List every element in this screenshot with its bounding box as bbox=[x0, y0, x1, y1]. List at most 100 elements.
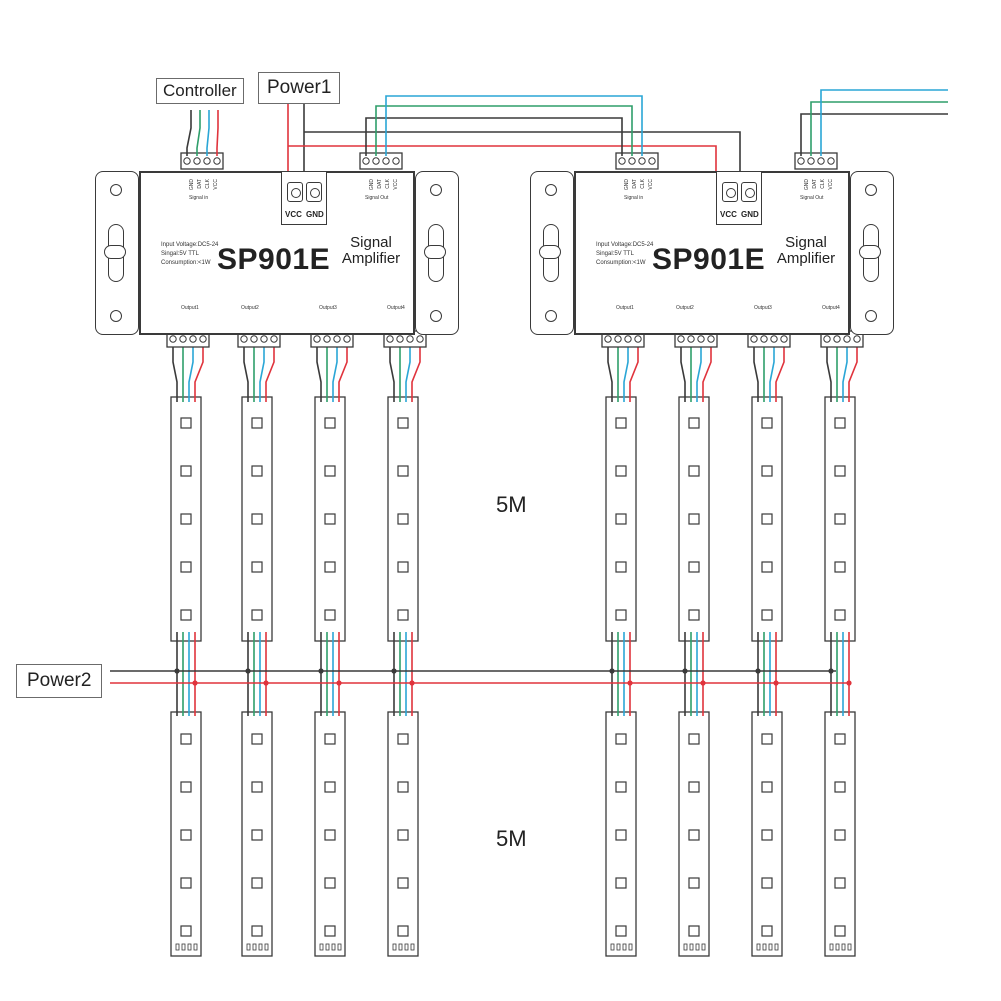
junction-dot bbox=[245, 668, 251, 674]
led-chip bbox=[251, 465, 263, 477]
output-wire bbox=[623, 344, 629, 402]
output-wire bbox=[842, 344, 848, 402]
led-chip bbox=[180, 877, 192, 889]
mounting-flange-left bbox=[95, 171, 139, 335]
connector-pin bbox=[406, 335, 414, 343]
connector-pin bbox=[362, 157, 370, 165]
led-chip bbox=[761, 561, 773, 573]
led-chip bbox=[397, 877, 409, 889]
led-chip bbox=[180, 465, 192, 477]
strip-end-pad bbox=[841, 943, 846, 951]
led-chip bbox=[180, 925, 192, 937]
power2-label: Power2 bbox=[16, 664, 103, 698]
strip-end-pad bbox=[762, 943, 767, 951]
junction-dot bbox=[755, 668, 761, 674]
connector-pin bbox=[416, 335, 424, 343]
pin-label: DAT bbox=[632, 179, 638, 189]
connector-pin bbox=[183, 157, 191, 165]
strip-end-pad bbox=[193, 943, 198, 951]
strip-end-pad bbox=[246, 943, 251, 951]
output-label-4: Output4 bbox=[822, 305, 840, 311]
strip-end-pad bbox=[689, 943, 694, 951]
led-chip bbox=[761, 781, 773, 793]
led-chip bbox=[615, 733, 627, 745]
strip-end-pad bbox=[835, 943, 840, 951]
strip-end-pad bbox=[264, 943, 269, 951]
output-wire bbox=[389, 344, 395, 402]
connector-pin bbox=[323, 335, 331, 343]
led-chip bbox=[688, 877, 700, 889]
output-label-1: Output1 bbox=[181, 305, 199, 311]
gnd-label: GND bbox=[741, 210, 759, 219]
led-chip bbox=[324, 781, 336, 793]
cascade-clock-wire bbox=[820, 89, 948, 156]
junction-dot bbox=[609, 668, 615, 674]
connector-pin bbox=[199, 335, 207, 343]
strip-end-pad bbox=[756, 943, 761, 951]
led-chip bbox=[324, 733, 336, 745]
vcc-label: VCC bbox=[720, 210, 737, 219]
strip-end-pad bbox=[331, 943, 336, 951]
connector-pin bbox=[638, 157, 646, 165]
controller-wire bbox=[216, 110, 219, 156]
connector-pin bbox=[628, 157, 636, 165]
controller-wire bbox=[186, 110, 192, 156]
junction-dot bbox=[700, 680, 706, 686]
strip-end-pad bbox=[829, 943, 834, 951]
output-wire bbox=[332, 344, 338, 402]
led-chip bbox=[761, 417, 773, 429]
connector-pin bbox=[213, 157, 221, 165]
led-chip bbox=[688, 733, 700, 745]
led-chip bbox=[251, 925, 263, 937]
signal-out-label: Signal Out bbox=[800, 195, 824, 201]
strip-end-pad bbox=[252, 943, 257, 951]
strip-end-pad bbox=[847, 943, 852, 951]
strip-end-pad bbox=[628, 943, 633, 951]
connector-pin bbox=[648, 157, 656, 165]
led-chip bbox=[180, 781, 192, 793]
link-clock-wire bbox=[385, 95, 643, 156]
output-wire bbox=[194, 344, 204, 402]
output-wire bbox=[702, 344, 712, 402]
led-chip bbox=[180, 513, 192, 525]
connector-pin bbox=[707, 335, 715, 343]
strip-end-pad bbox=[337, 943, 342, 951]
pin-label: GND bbox=[624, 179, 630, 191]
connector-pin bbox=[313, 335, 321, 343]
connector-pin bbox=[614, 335, 622, 343]
strip-end-pad bbox=[392, 943, 397, 951]
junction-dot bbox=[409, 680, 415, 686]
led-chip bbox=[397, 925, 409, 937]
controller-wire bbox=[206, 110, 210, 156]
pin-label: GND bbox=[369, 179, 375, 191]
output-label-1: Output1 bbox=[616, 305, 634, 311]
strip-end-pad bbox=[325, 943, 330, 951]
link-gnd-wire bbox=[365, 117, 623, 156]
signal-out-connector bbox=[359, 152, 403, 170]
led-chip bbox=[615, 561, 627, 573]
junction-dot bbox=[336, 680, 342, 686]
led-chip bbox=[397, 609, 409, 621]
mounting-flange-left bbox=[530, 171, 574, 335]
strip-end-pad bbox=[319, 943, 324, 951]
led-chip bbox=[834, 829, 846, 841]
screw-icon bbox=[741, 182, 757, 202]
led-chip bbox=[688, 561, 700, 573]
led-chip bbox=[397, 561, 409, 573]
led-chip bbox=[180, 417, 192, 429]
connector-pin bbox=[687, 335, 695, 343]
junction-dot bbox=[263, 680, 269, 686]
strip-end-pad bbox=[774, 943, 779, 951]
controller-label: Controller bbox=[156, 78, 244, 104]
led-chip bbox=[761, 925, 773, 937]
output-wire bbox=[848, 344, 858, 402]
led-chip bbox=[397, 417, 409, 429]
led-chip bbox=[834, 925, 846, 937]
junction-dot bbox=[846, 680, 852, 686]
connector-pin bbox=[372, 157, 380, 165]
distance-label-lower: 5M bbox=[496, 826, 527, 851]
gnd-label: GND bbox=[306, 210, 324, 219]
strip-end-pad bbox=[258, 943, 263, 951]
